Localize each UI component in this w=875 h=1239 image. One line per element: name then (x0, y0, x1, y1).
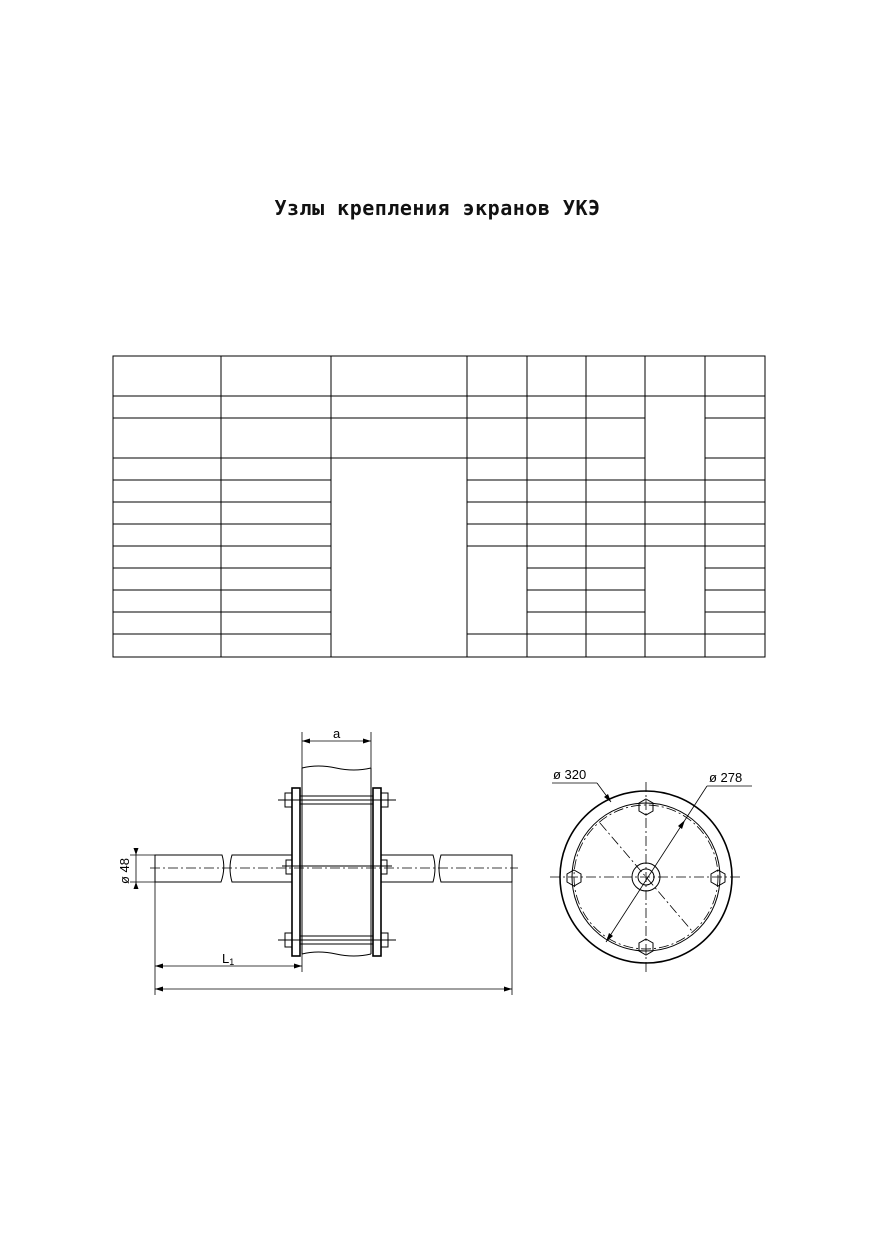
bolt-middle (282, 859, 392, 875)
nut-right (710, 869, 726, 887)
table-rows-col5-6 (527, 417, 645, 635)
dimension-diameter-320: ø 320 (552, 767, 612, 803)
center-line-diagonal (599, 822, 693, 932)
dimension-overall-length (155, 882, 513, 995)
dimension-l1: L1 (154, 882, 303, 995)
dimension-diameter-48-label: ø 48 (117, 858, 132, 884)
dimension-diameter-278: ø 278 (605, 770, 752, 943)
bolt-bottom (278, 932, 396, 948)
screen-body (291, 765, 382, 957)
hub-inner (637, 868, 655, 886)
page-title: Узлы крепления экранов УКЭ (274, 196, 601, 220)
dimension-diameter-320-label: ø 320 (553, 767, 586, 782)
table-rows-col8 (705, 417, 765, 635)
table-rows-col7 (645, 479, 705, 635)
dimension-diameter-278-label: ø 278 (709, 770, 742, 785)
pipe (150, 854, 518, 883)
dimension-a-label: a (333, 726, 341, 741)
specification-table (112, 355, 766, 658)
table-rows-left (113, 417, 331, 635)
front-view-drawing: ø 320 ø 278 (550, 767, 752, 972)
bolt-top (278, 792, 396, 808)
table-rows-col4 (467, 417, 527, 635)
dimension-l1-label: L1 (222, 951, 234, 967)
hub-outer (631, 862, 661, 892)
dimension-a: a (301, 726, 372, 768)
nut-bottom (638, 938, 654, 956)
nut-left (566, 869, 582, 887)
table-rows-col3 (331, 417, 467, 459)
table-outline (112, 355, 766, 658)
nut-top (638, 798, 654, 816)
side-view-drawing: a (117, 726, 518, 995)
dimension-diameter-48: ø 48 (117, 848, 155, 889)
